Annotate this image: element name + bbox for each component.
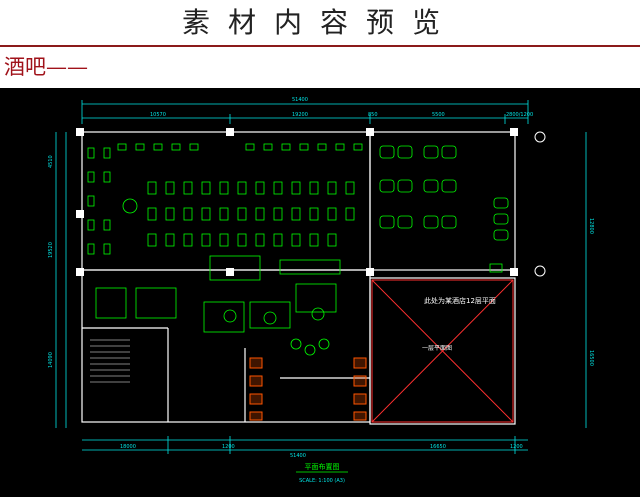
dim-bottom-right: 16650 (430, 444, 446, 450)
dim-bottom-end: 1200 (510, 444, 523, 450)
dim-top-total: 51400 (292, 97, 308, 103)
lower-furniture (95, 198, 341, 356)
dim-top-left: 10570 (150, 112, 166, 118)
dim-top-seg: 850 (368, 112, 378, 118)
annotation-text: 此处为某酒店12层平面 (424, 296, 496, 305)
dim-right-bottom: 16500 (588, 350, 594, 366)
plan-scale: SCALE: 1:100 (A3) (299, 478, 345, 484)
dim-bottom-total: 51400 (290, 453, 306, 459)
plan-title: 平面布置图 (305, 462, 340, 471)
dimension-lines (55, 100, 587, 454)
dim-top-right-a: 5500 (432, 112, 445, 118)
dim-left-c: 14090 (48, 352, 54, 368)
dim-left-b: 19520 (48, 242, 54, 258)
dim-top-mid: 19200 (292, 112, 308, 118)
title-divider (0, 45, 640, 47)
dim-left-a: 4510 (48, 155, 54, 168)
stairs (90, 339, 130, 383)
building-outline (81, 131, 516, 425)
lounge-seating (379, 145, 509, 273)
dim-bottom-left: 18000 (120, 444, 136, 450)
void-area-frame (371, 279, 514, 423)
dim-right-top: 12800 (588, 218, 594, 234)
seating-grid (87, 143, 363, 255)
lower-floor-label: 一层平面图 (422, 345, 452, 352)
dim-top-right-b: 2800/1200 (506, 112, 533, 118)
page-title: 素材内容预览 (181, 6, 458, 39)
section-label: 酒吧—— (4, 55, 88, 79)
restroom-fixtures (249, 357, 367, 421)
floor-plan-drawing: 10570 51400 19200 850 5500 2800/1200 180… (0, 88, 640, 497)
grid-bubbles (534, 131, 546, 277)
column-markers (76, 128, 518, 276)
void-area-cross (371, 279, 514, 423)
dim-bottom-mid: 1200 (222, 444, 235, 450)
